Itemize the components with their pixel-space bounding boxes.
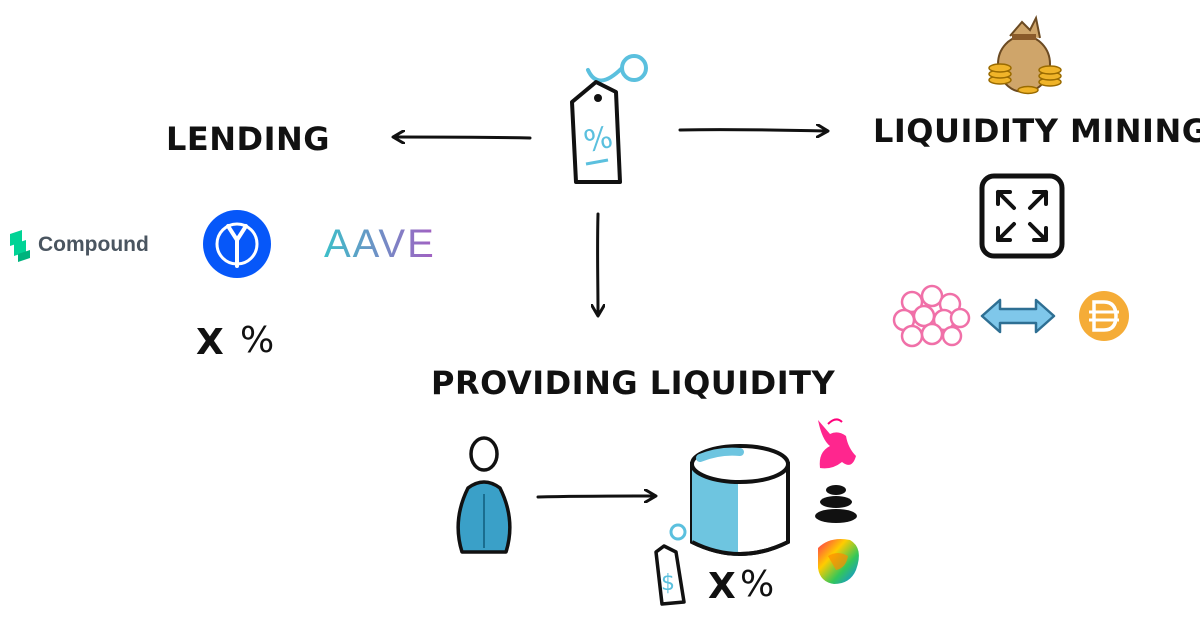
lending-rate-x: X: [196, 322, 224, 363]
providing-liquidity-heading: PROVIDING LIQUIDITY: [431, 364, 836, 402]
percent-tag-icon: %: [570, 54, 648, 184]
liquidity-pool-icon: [690, 444, 790, 556]
balancer-logo-icon: [815, 485, 857, 523]
arrow-to-liquidity-mining: [678, 130, 826, 131]
pool-rate-x: X: [708, 566, 736, 607]
dollar-tag-icon: $: [654, 523, 687, 606]
lending-rate-percent: %: [240, 320, 275, 361]
arrow-to-lending: [395, 137, 532, 138]
compound-logo-text: Compound: [38, 233, 149, 256]
money-bag-icon: [988, 14, 1062, 95]
lending-heading: LENDING: [166, 120, 331, 158]
user-figure-icon: [456, 436, 512, 554]
svg-text:%: %: [581, 120, 616, 160]
pink-token-icon: [892, 284, 971, 348]
compound-logo-icon: [10, 230, 30, 262]
aave-logo-text: AAVE: [324, 222, 436, 266]
two-way-arrow-icon: [980, 298, 1056, 334]
uniswap-logo-icon: [818, 418, 856, 469]
liquidity-mining-heading: LIQUIDITY MINING: [873, 112, 1200, 150]
svg-text:$: $: [661, 571, 675, 596]
arrow-to-pool: [536, 496, 654, 497]
dai-token-icon: [1079, 291, 1129, 341]
yearn-logo-icon: [203, 210, 271, 278]
pool-rate-percent: %: [740, 564, 775, 605]
expand-arrows-icon: [979, 173, 1065, 259]
curve-logo-icon: [818, 539, 859, 584]
